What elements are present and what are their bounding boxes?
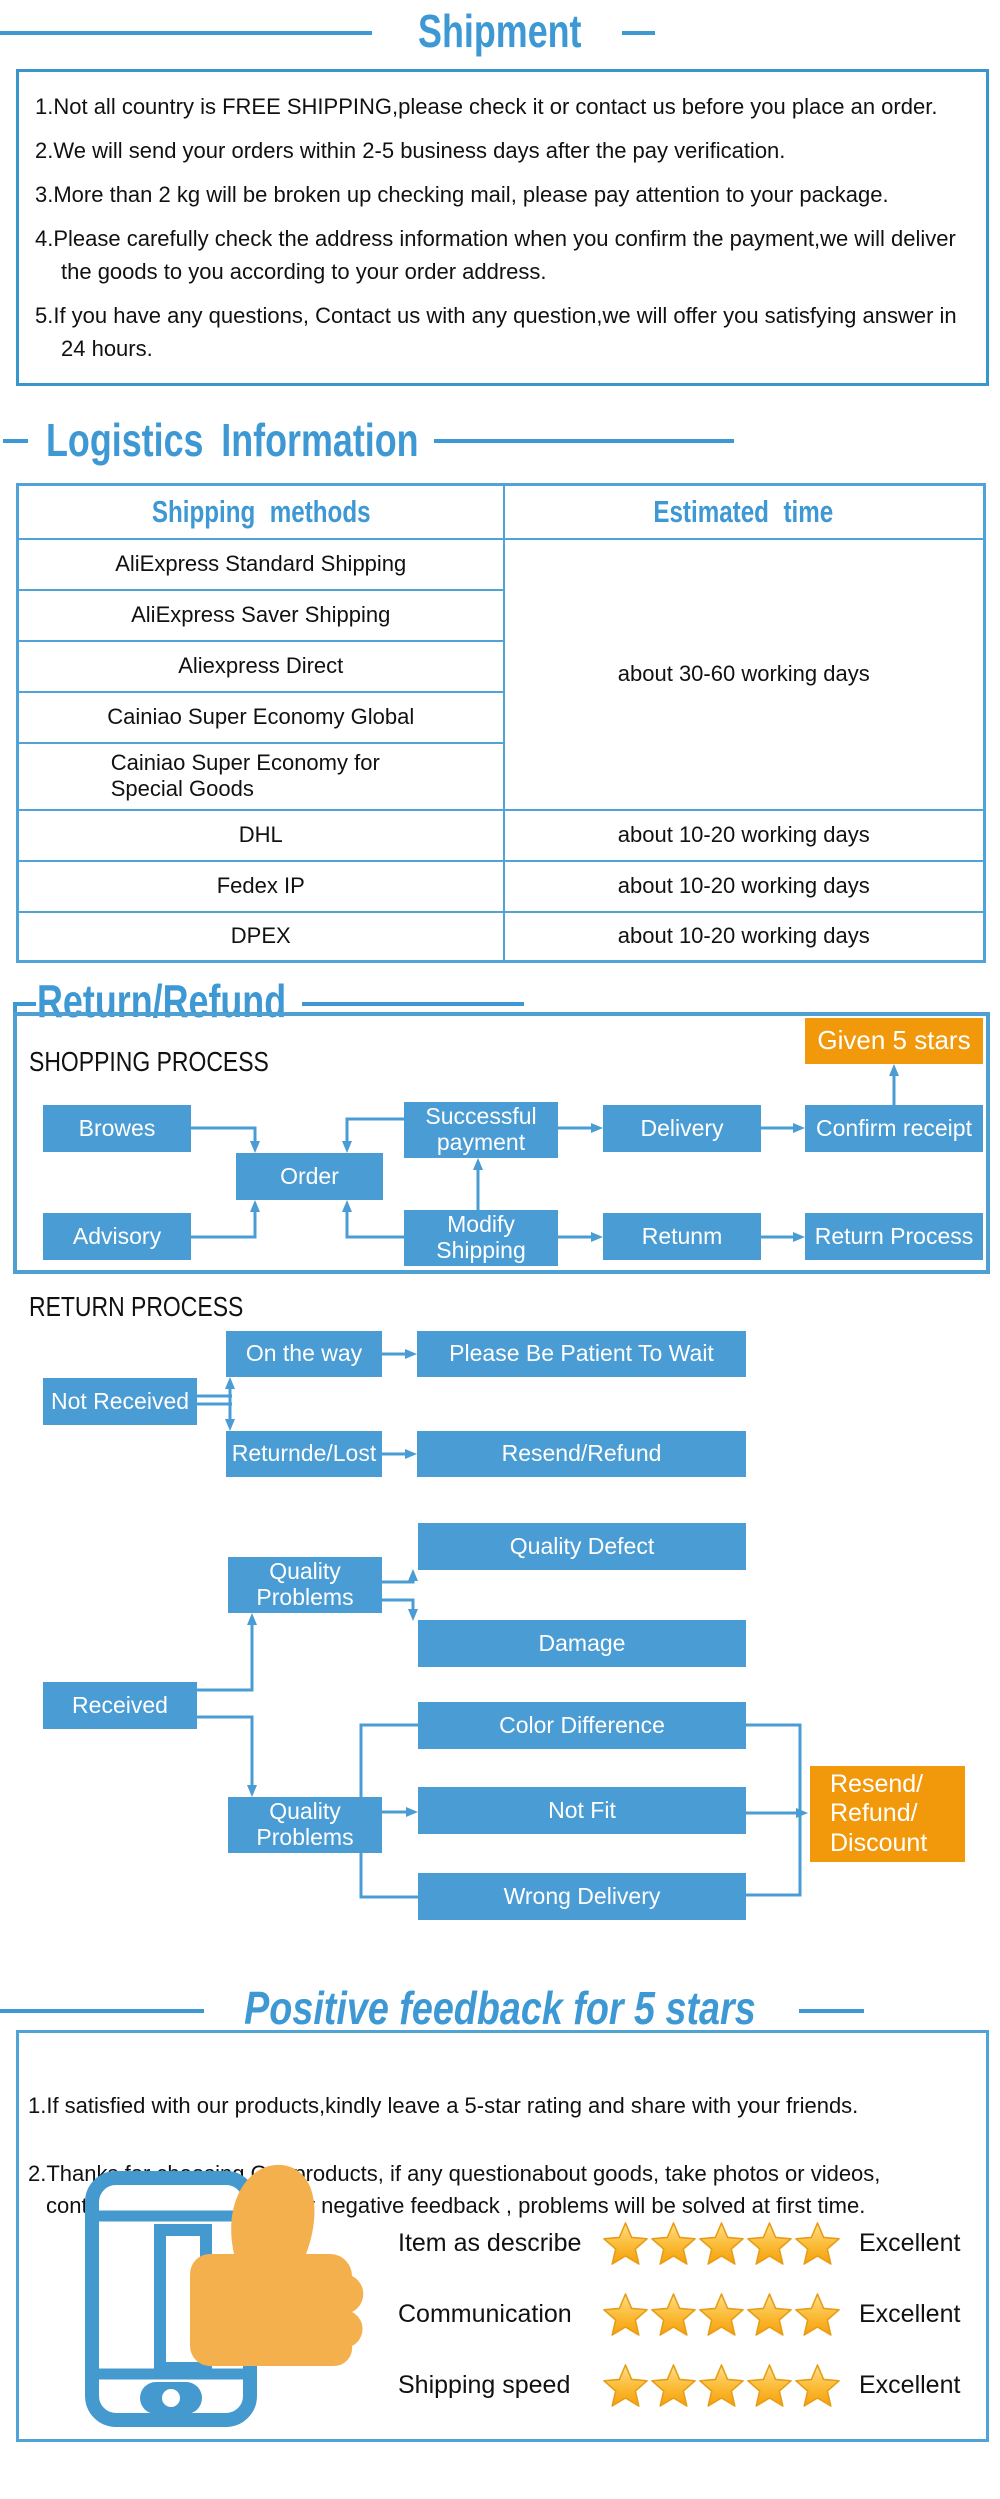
feedback-title-text: Positive feedback for 5 stars [244,1982,756,2034]
shipment-notes-box: 1.Not all country is FREE SHIPPING,pleas… [16,69,989,386]
flow-node-wrong-delivery: Wrong Delivery [418,1873,746,1920]
star-icon [651,2292,696,2336]
star-icon [699,2363,744,2407]
logistics-table: Shipping methods Estimated time AliExpre… [16,483,986,963]
flow-node-retunm: Retunm [603,1213,761,1260]
shipment-note: 5.If you have any questions, Contact us … [35,303,957,361]
shopping-process-box [13,1012,990,1274]
table-cell-method: Fedex IP [16,859,505,913]
logistics-title-dash-left [3,439,28,443]
rating-row: Item as describe Excellent [398,2218,978,2268]
rating-row: Shipping speed Excellent [398,2360,978,2410]
flow-node-quality-defect: Quality Defect [418,1523,746,1570]
flow-node-browse: Browes [43,1105,191,1152]
return-title-dash-left [13,1002,36,1006]
shopping-process-label: SHOPPING PROCESS [29,1046,269,1077]
star-icon [795,2292,840,2336]
table-cell-merged-time: about 30-60 working days [502,537,986,811]
flow-node-not-fit: Not Fit [418,1787,746,1834]
rating-verdict: Excellent [859,2228,961,2257]
table-cell-method: Aliexpress Direct [16,639,505,693]
feedback-title-line-left [0,2009,204,2013]
rating-verdict: Excellent [859,2370,961,2399]
flow-node-not-received: Not Received [43,1378,197,1425]
shipment-title-line-right [622,31,655,35]
flow-node-damage: Damage [418,1620,746,1667]
star-rating [603,2292,843,2336]
star-icon [795,2221,840,2265]
return-refund-title-text: Return/Refund [37,975,287,1027]
flow-node-return-process: Return Process [805,1213,983,1260]
flow-node-modify-shipping: Modify Shipping [404,1210,558,1266]
flow-node-color-difference: Color Difference [418,1702,746,1749]
table-cell-method: AliExpress Standard Shipping [16,537,505,591]
rating-label: Item as describe [398,2228,582,2257]
return-title-dash-drop [13,1002,17,1018]
logistics-title-line-right [434,439,734,443]
flow-node-resend-refund: Resend/Refund [417,1431,746,1477]
star-rating [603,2363,843,2407]
flow-node-quality-problems-2: Quality Problems [228,1797,382,1853]
table-cell-method: AliExpress Saver Shipping [16,588,505,642]
flow-node-delivery: Delivery [603,1105,761,1152]
shipment-title-text: Shipment [418,5,582,57]
flow-node-advisory: Advisory [43,1213,191,1260]
rating-label: Shipping speed [398,2370,571,2399]
star-icon [747,2292,792,2336]
shipment-title: Shipment [0,4,1000,58]
flow-node-on-the-way: On the way [226,1331,382,1377]
shipment-title-line-left [0,31,372,35]
shipment-note: 3.More than 2 kg will be broken up check… [35,182,889,207]
rating-verdict: Excellent [859,2299,961,2328]
return-refund-title: Return/Refund [37,974,356,1028]
shipment-note: 2.We will send your orders within 2-5 bu… [35,138,786,163]
rating-label: Communication [398,2299,572,2328]
col-header-estimated-time: Estimated time [502,483,986,540]
flow-node-returned-lost: Returnde/Lost [226,1431,382,1477]
flow-node-successful-payment: Successful payment [404,1102,558,1158]
table-cell-time: about 10-20 working days [502,808,986,862]
flow-node-be-patient: Please Be Patient To Wait [417,1331,746,1377]
logistics-table-wrap: Shipping methods Estimated time AliExpre… [16,483,986,963]
logistics-title: Logistics Information [46,413,524,467]
star-icon [603,2292,648,2336]
star-icon [699,2221,744,2265]
flow-node-confirm-receipt: Confirm receipt [805,1105,983,1152]
star-icon [795,2363,840,2407]
shipment-note: 1.Not all country is FREE SHIPPING,pleas… [35,94,938,119]
table-cell-time: about 10-20 working days [502,910,986,963]
flow-node-received: Received [43,1682,197,1729]
feedback-title-line-right [799,2009,864,2013]
flow-node-resend-refund-discount: Resend/ Refund/ Discount [810,1766,965,1862]
feedback-title: Positive feedback for 5 stars [0,1981,1000,2035]
shipment-note: 4.Please carefully check the address inf… [35,226,956,284]
table-cell-method: Cainiao Super Economy Global [16,690,505,744]
star-icon [651,2221,696,2265]
table-cell-method: DHL [16,808,505,862]
return-title-line-right [302,1002,524,1006]
rating-row: Communication Excellent [398,2289,978,2339]
return-process-label: RETURN PROCESS [29,1291,244,1322]
phone-thumbs-up-icon [85,2164,364,2427]
star-rating [603,2221,843,2265]
flow-node-quality-problems-1: Quality Problems [228,1557,382,1613]
star-icon [603,2363,648,2407]
table-cell-time: about 10-20 working days [502,859,986,913]
table-cell-method: Cainiao Super Economy for Special Goods [16,741,505,811]
feedback-note-1: 1.If satisfied with our products,kindly … [28,2093,859,2118]
star-icon [747,2363,792,2407]
star-icon [699,2292,744,2336]
logistics-title-text: Logistics Information [46,414,419,466]
flow-node-given-5-stars: Given 5 stars [805,1018,983,1064]
star-icon [603,2221,648,2265]
col-header-shipping-methods: Shipping methods [16,483,505,540]
table-cell-method: DPEX [16,910,505,963]
star-icon [747,2221,792,2265]
flow-node-order: Order [236,1153,383,1200]
star-icon [651,2363,696,2407]
